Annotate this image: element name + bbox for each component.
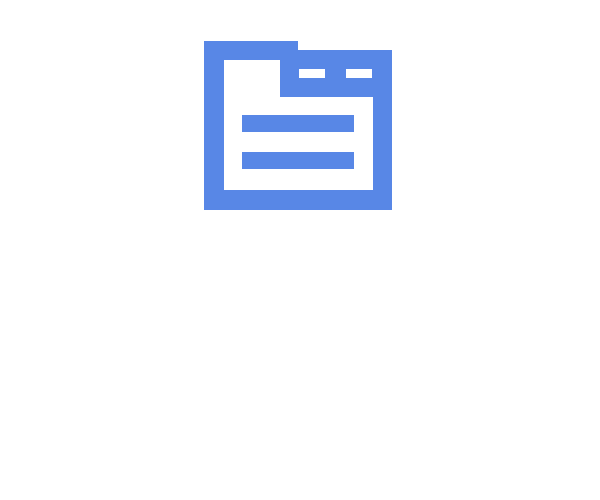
browser-tab-window-icon <box>204 41 392 210</box>
icon-dash-1 <box>299 69 325 78</box>
icon-text-line-1 <box>242 115 354 132</box>
icon-dash-2 <box>346 69 372 78</box>
icon-text-line-2 <box>242 152 354 169</box>
